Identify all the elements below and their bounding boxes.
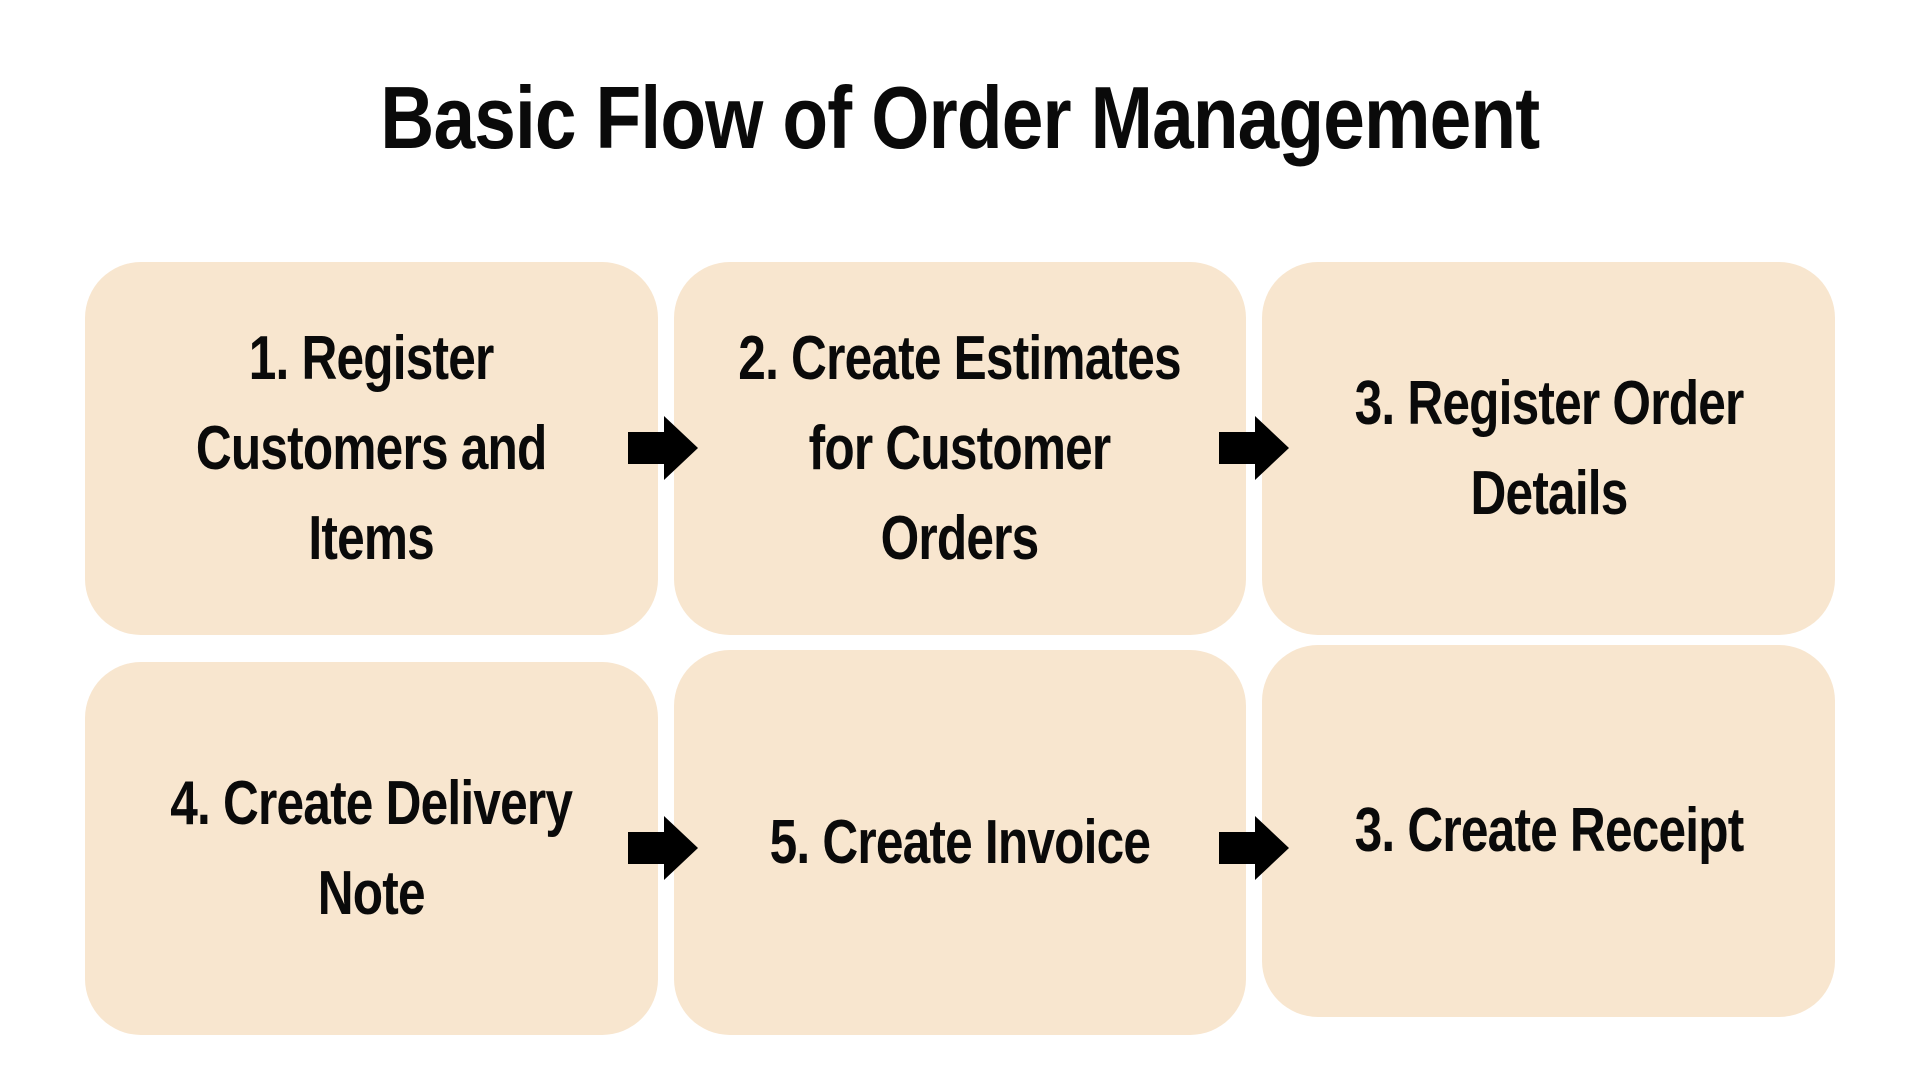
flow-step-3-label: 3. Register Order Details: [1354, 368, 1744, 528]
flow-arrow-icon: [628, 816, 698, 880]
diagram-title-text: Basic Flow of Order Management: [380, 68, 1540, 167]
flow-step-create-receipt: 3. Create Receipt: [1262, 645, 1835, 1017]
flow-step-create-invoice: 5. Create Invoice: [673, 650, 1247, 1035]
flow-step-register-order-details: 3. Register Order Details: [1262, 262, 1835, 635]
flow-grid: 1. Register Customers and Items 2. Creat…: [85, 262, 1835, 1047]
flow-step-1-label: 1. Register Customers and Items: [195, 323, 547, 573]
flow-arrow-icon: [1219, 416, 1289, 480]
flow-step-create-estimates: 2. Create Estimates for Customer Orders: [673, 262, 1247, 635]
flow-step-2-label: 2. Create Estimates for Customer Orders: [738, 323, 1182, 573]
flow-step-6-label: 3. Create Receipt: [1354, 796, 1744, 865]
flow-arrow-icon: [1219, 816, 1289, 880]
flow-step-register-customers-items: 1. Register Customers and Items: [85, 262, 658, 635]
flow-step-create-delivery-note: 4. Create Delivery Note: [85, 662, 658, 1035]
flow-arrow-icon: [628, 416, 698, 480]
diagram-title: Basic Flow of Order Management: [0, 58, 1920, 178]
flow-step-5-label: 5. Create Invoice: [769, 807, 1151, 877]
flow-step-4-label: 4. Create Delivery Note: [170, 768, 573, 928]
